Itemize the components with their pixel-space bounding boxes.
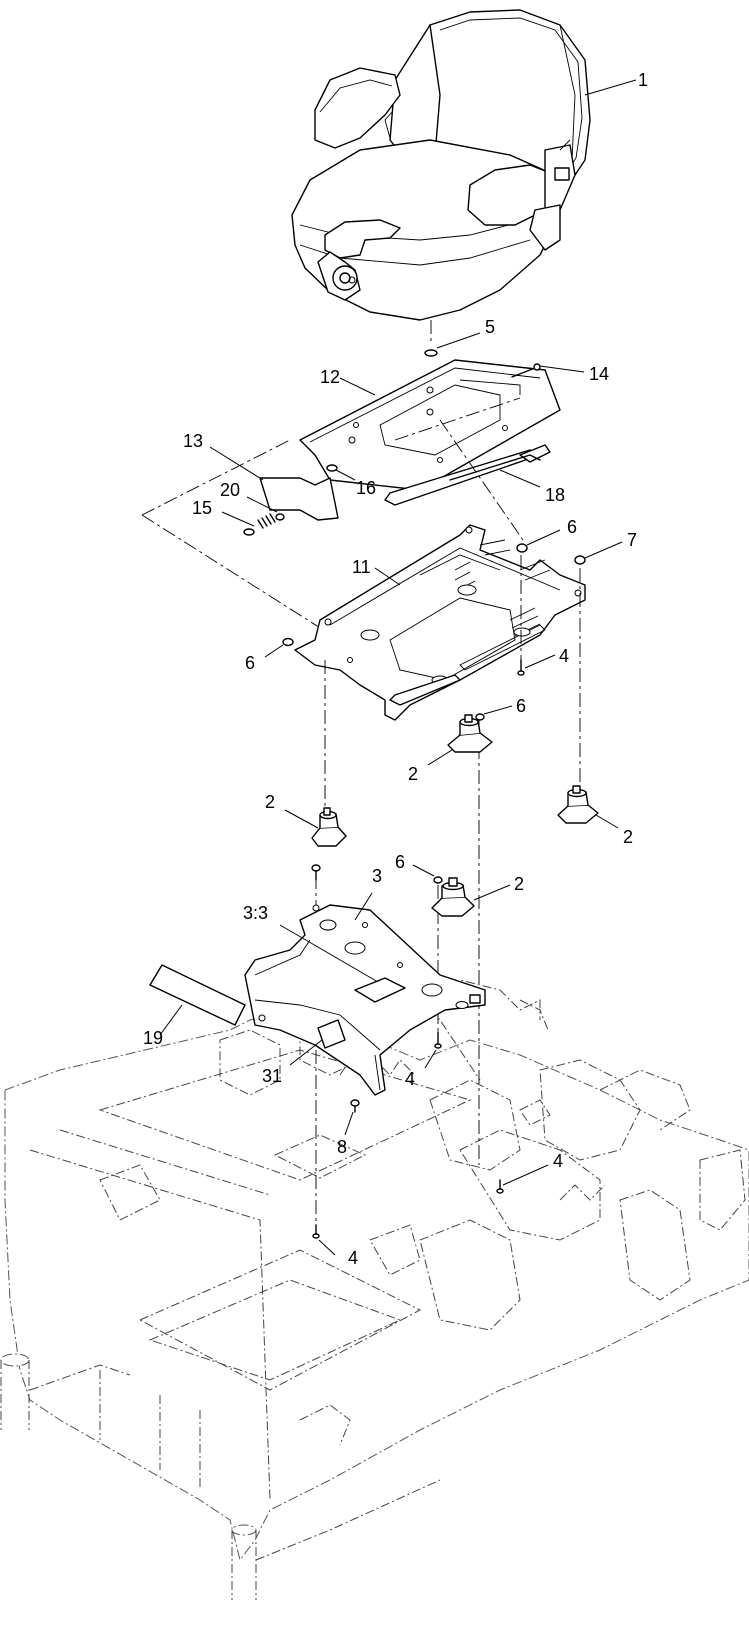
- part-6-nut-center: [475, 705, 513, 721]
- callout-8: 8: [337, 1137, 347, 1157]
- callout-18: 18: [545, 485, 565, 505]
- part-2-isolator-center: [427, 714, 493, 766]
- part-31-decal: [289, 1019, 346, 1066]
- seat-assembly: [291, 9, 591, 321]
- part-2-isolator-right: [557, 785, 619, 829]
- callout-19: 19: [143, 1028, 163, 1048]
- part-3-support-bracket: [244, 892, 486, 1096]
- callout-14: 14: [589, 364, 609, 384]
- callout-6-left: 6: [245, 653, 255, 673]
- callout-2-left: 2: [265, 792, 275, 812]
- callout-4-right: 4: [553, 1151, 563, 1171]
- part-2-isolator-left: [284, 807, 347, 847]
- callout-7: 7: [627, 530, 637, 550]
- callout-15: 15: [192, 498, 212, 518]
- machine-frame: [0, 954, 749, 1600]
- part-4-bolt-mid: [424, 1031, 442, 1069]
- callout-31: 31: [262, 1066, 282, 1086]
- part-14-bolt: [511, 363, 585, 378]
- part-6-nut-lower: [412, 864, 443, 884]
- callout-2-center: 2: [408, 764, 418, 784]
- callout-6-center: 6: [516, 696, 526, 716]
- part-3-3-decal: [279, 924, 406, 1003]
- part-4-bolt-lower-frame: [312, 1224, 336, 1256]
- callout-4-mid: 4: [405, 1069, 415, 1089]
- callout-3-3: 3:3: [243, 903, 268, 923]
- part-4-bolt-top-bracket: [311, 864, 321, 881]
- callout-1: 1: [638, 70, 648, 90]
- part-6-nut-left: [264, 637, 294, 658]
- callout-labels: 1 5 12 14 13 20 15 16 18 6 7 11 6 4 6 2 …: [143, 70, 648, 1268]
- part-5-nut: [424, 320, 481, 357]
- part-2-isolator-lower: [431, 877, 511, 917]
- part-19-decal: [149, 964, 246, 1036]
- part-15-nut: [221, 511, 255, 536]
- part-4-bolt-right-frame: [496, 1164, 549, 1194]
- callout-2-lower: 2: [514, 874, 524, 894]
- callout-12: 12: [320, 367, 340, 387]
- callout-6-lower: 6: [395, 852, 405, 872]
- part-16-nut: [326, 464, 356, 481]
- part-11-mount-plate: [294, 524, 586, 721]
- callout-3: 3: [372, 866, 382, 886]
- callout-6-upper-right: 6: [567, 517, 577, 537]
- part-7-nut: [574, 541, 623, 565]
- callout-20: 20: [220, 480, 240, 500]
- callout-5: 5: [485, 317, 495, 337]
- part-4-bolt-upper: [517, 654, 556, 676]
- callout-16: 16: [356, 478, 376, 498]
- part-6-nut-upper-right: [516, 529, 561, 553]
- part-20-spring: [246, 496, 285, 529]
- callout-4-lower: 4: [348, 1248, 358, 1268]
- callout-4-upper: 4: [559, 646, 569, 666]
- part-8-bolt: [344, 1099, 360, 1136]
- callout-2-right: 2: [623, 827, 633, 847]
- callout-11: 11: [352, 557, 371, 577]
- callout-13: 13: [183, 431, 203, 451]
- part-13-bracket: [209, 446, 339, 521]
- part-18-rod: [449, 454, 541, 488]
